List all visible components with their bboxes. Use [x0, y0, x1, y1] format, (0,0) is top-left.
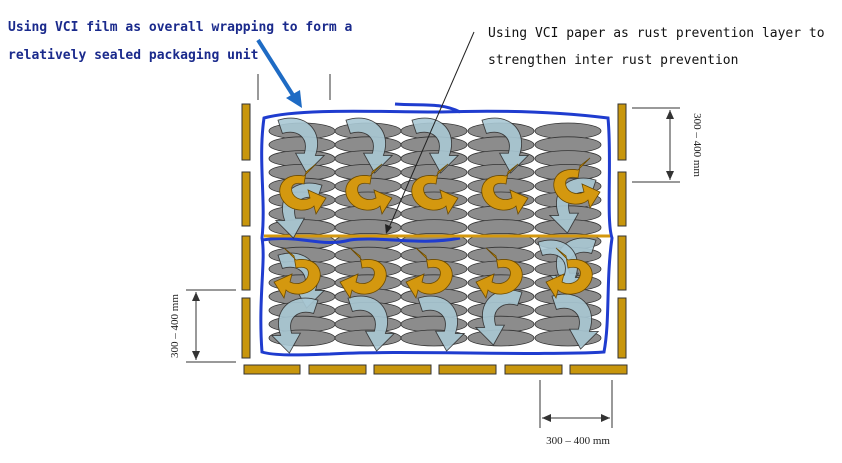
vci-arrow [411, 117, 460, 174]
flow-arrow [553, 157, 601, 210]
vci-arrow [551, 293, 600, 350]
paper-leader-line [385, 31, 475, 234]
vci-arrow [347, 295, 396, 352]
right-wood-post [617, 103, 627, 161]
flow-arrow [273, 247, 321, 300]
bottom-wood-plank [504, 364, 563, 375]
wooden-frame [241, 103, 628, 375]
left-wood-post [241, 297, 251, 359]
flow-arrow [405, 247, 453, 300]
film-pointer-arrow [256, 38, 302, 108]
vci-film-label: Using VCI film as overall wrapping to fo… [8, 20, 353, 63]
left-wood-post [241, 171, 251, 227]
bottom-wood-plank [243, 364, 301, 375]
bottom-wood-plank [373, 364, 432, 375]
vci-arrow [270, 297, 319, 354]
flow-arrow [481, 163, 529, 216]
flow-arrow [279, 163, 327, 216]
left-dimension-label: 300 – 400 mm [169, 294, 181, 358]
right-wood-post [617, 235, 627, 291]
right-dimension: 300 – 400 mm [632, 107, 703, 183]
vci-arrow [417, 295, 466, 352]
vci-paper-label: Using VCI paper as rust prevention layer… [488, 26, 825, 68]
flow-arrow [475, 247, 523, 300]
bottom-wood-plank [308, 364, 367, 375]
vci-film-outline [259, 109, 614, 357]
bottom-dimension: 300 – 400 mm [539, 380, 613, 447]
rust-prevention-flow-arrows [273, 157, 601, 300]
vci-film-fold [261, 102, 461, 244]
right-dimension-label: 300 – 400 mm [691, 113, 703, 177]
vci-arrow [345, 117, 394, 174]
flow-arrow [411, 163, 459, 216]
bottom-dimension-label: 300 – 400 mm [546, 435, 610, 447]
disc [467, 329, 535, 347]
flow-arrow [339, 247, 387, 300]
right-wood-post [617, 297, 627, 359]
left-wood-post [241, 235, 251, 291]
left-dimension: 300 – 400 mm [169, 289, 236, 363]
right-wood-post [617, 171, 627, 227]
bottom-wood-plank [438, 364, 497, 375]
flow-arrow [345, 163, 393, 216]
left-wood-post [241, 103, 251, 161]
flow-arrow [545, 247, 593, 300]
vci-arrow [481, 117, 530, 174]
bottom-wood-plank [569, 364, 628, 375]
